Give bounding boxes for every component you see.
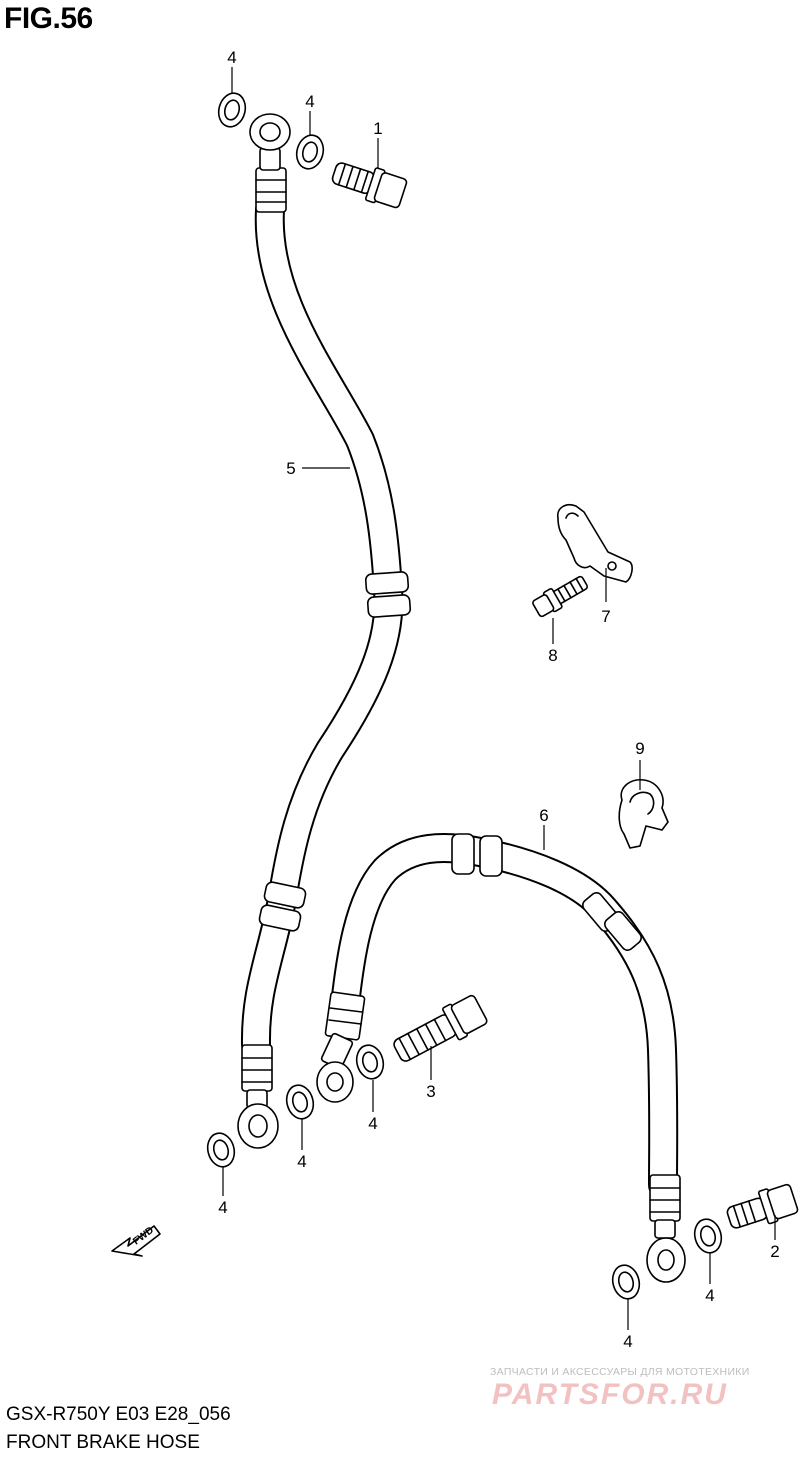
figure-title: FIG.56 bbox=[4, 2, 93, 35]
callout-4f: 4 bbox=[705, 1286, 714, 1305]
model-code: GSX-R750Y E03 E28_056 bbox=[6, 1404, 231, 1425]
gasket-4b[interactable] bbox=[293, 132, 327, 172]
hose-clamp-9[interactable] bbox=[618, 778, 669, 849]
watermark-tagline: ЗАПЧАСТИ И АКСЕССУАРЫ ДЛЯ МОТОТЕХНИКИ bbox=[490, 1366, 750, 1378]
callout-7: 7 bbox=[601, 607, 610, 626]
callout-8: 8 bbox=[548, 646, 557, 665]
gasket-4c[interactable] bbox=[204, 1130, 238, 1170]
callout-2: 2 bbox=[770, 1242, 779, 1261]
callout-4b: 4 bbox=[305, 92, 314, 111]
forward-arrow-icon: FWD bbox=[111, 1225, 161, 1257]
callout-5: 5 bbox=[286, 459, 295, 478]
gasket-4g[interactable] bbox=[609, 1262, 643, 1302]
union-bolt-3[interactable] bbox=[389, 993, 489, 1069]
callout-6: 6 bbox=[539, 806, 548, 825]
callout-4c: 4 bbox=[218, 1198, 227, 1217]
callout-4a: 4 bbox=[227, 48, 236, 67]
diagram-caption: FRONT BRAKE HOSE bbox=[6, 1432, 200, 1453]
callout-4d: 4 bbox=[297, 1152, 306, 1171]
brake-hose-5[interactable] bbox=[237, 113, 412, 1149]
bolt-8[interactable] bbox=[531, 572, 590, 619]
gasket-4f[interactable] bbox=[691, 1216, 725, 1256]
callout-9: 9 bbox=[635, 739, 644, 758]
hose-clamp-7[interactable] bbox=[556, 503, 633, 583]
callout-3: 3 bbox=[426, 1082, 435, 1101]
callout-1: 1 bbox=[373, 119, 382, 138]
brake-hose-6[interactable] bbox=[316, 833, 686, 1283]
watermark-brand: PARTSFOR.RU bbox=[492, 1378, 728, 1411]
callout-4e: 4 bbox=[368, 1114, 377, 1133]
gasket-4a[interactable] bbox=[215, 90, 249, 130]
gasket-4d[interactable] bbox=[283, 1082, 317, 1122]
gasket-4e[interactable] bbox=[353, 1042, 387, 1082]
union-bolt-1[interactable] bbox=[329, 156, 408, 211]
union-bolt-2[interactable] bbox=[724, 1182, 799, 1235]
callout-4g: 4 bbox=[623, 1332, 632, 1351]
